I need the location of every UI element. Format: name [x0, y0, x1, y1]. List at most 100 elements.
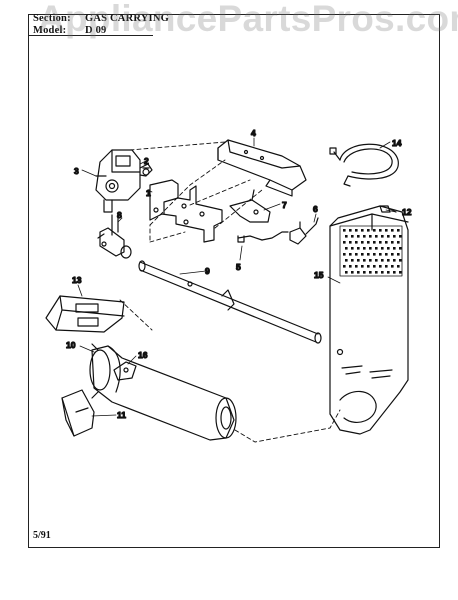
vent-hole — [357, 247, 360, 250]
vent-hole — [391, 229, 394, 232]
vent-hole — [351, 247, 354, 250]
part-support-bracket — [61, 389, 95, 437]
vent-hole — [363, 247, 366, 250]
vent-hole — [369, 247, 372, 250]
vent-hole — [393, 235, 396, 238]
part-burner-chamber — [89, 343, 237, 441]
vent-hole — [349, 229, 352, 232]
vent-hole — [399, 271, 402, 274]
vent-hole — [373, 229, 376, 232]
vent-hole — [397, 229, 400, 232]
section-label: Section: — [33, 13, 71, 24]
vent-hole — [357, 235, 360, 238]
vent-hole — [367, 241, 370, 244]
vent-hole — [355, 229, 358, 232]
vent-hole — [391, 265, 394, 268]
callout-14: 14 — [392, 138, 402, 148]
part-combustion-chamber — [329, 205, 409, 435]
vent-hole — [391, 253, 394, 256]
vent-hole — [375, 247, 378, 250]
vent-hole — [399, 259, 402, 262]
assembly-dashed-lines — [119, 141, 341, 443]
part-retaining-clip — [113, 361, 137, 381]
vent-hole — [397, 253, 400, 256]
section-header: Section: GAS CARRYING — [33, 13, 169, 24]
vent-hole — [361, 241, 364, 244]
callout-6: 6 — [313, 204, 318, 214]
vent-hole — [375, 259, 378, 262]
vent-hole — [369, 271, 372, 274]
vent-hole — [369, 235, 372, 238]
vent-hole — [391, 241, 394, 244]
part-valve-bracket — [149, 179, 223, 243]
vent-hole — [349, 241, 352, 244]
callout-4: 4 — [251, 128, 256, 138]
vent-hole — [397, 265, 400, 268]
callout-3: 3 — [74, 166, 79, 176]
vent-hole — [367, 229, 370, 232]
vent-hole — [343, 253, 346, 256]
vent-hole — [343, 241, 346, 244]
header-rule — [28, 35, 153, 36]
callout-16: 16 — [138, 350, 148, 360]
vent-hole — [381, 271, 384, 274]
vent-hole — [355, 253, 358, 256]
callout-5: 5 — [236, 262, 241, 272]
vent-hole — [385, 253, 388, 256]
vent-hole — [345, 271, 348, 274]
callout-13: 13 — [72, 275, 82, 285]
vent-hole — [385, 241, 388, 244]
vent-hole — [373, 253, 376, 256]
vent-hole — [355, 241, 358, 244]
page-border — [28, 14, 440, 548]
part-fitting — [142, 167, 150, 176]
callout-labels: 1 2 3 4 5 6 7 8 9 10 11 12 13 14 15 16 — [65, 127, 412, 420]
vent-hole — [363, 259, 366, 262]
vent-hole — [343, 229, 346, 232]
vent-hole — [351, 259, 354, 262]
vent-hole — [397, 241, 400, 244]
model-header: Model:D 09 — [33, 25, 107, 36]
vent-hole — [361, 253, 364, 256]
watermark: AppliancePartsPros.com — [38, 0, 458, 39]
chamber-vent-pattern — [343, 229, 402, 274]
vent-hole — [393, 271, 396, 274]
callout-11: 11 — [117, 410, 126, 420]
callout-15: 15 — [314, 270, 324, 280]
callout-10: 10 — [66, 340, 76, 350]
vent-hole — [363, 271, 366, 274]
vent-hole — [387, 259, 390, 262]
vent-hole — [367, 253, 370, 256]
leader-lines — [77, 137, 397, 417]
part-igniter-bracket — [45, 295, 125, 333]
vent-hole — [399, 247, 402, 250]
vent-hole — [361, 265, 364, 268]
model-label: Model: — [33, 25, 67, 36]
part-inlet-pipe — [97, 214, 132, 259]
vent-hole — [373, 241, 376, 244]
vent-hole — [387, 235, 390, 238]
callout-12: 12 — [402, 207, 412, 217]
vent-hole — [381, 235, 384, 238]
revision-date: 5/91 — [33, 530, 51, 541]
part-sensor-bracket — [229, 189, 271, 223]
part-wire-harness — [329, 143, 399, 187]
part-burner-tube — [138, 260, 322, 344]
vent-hole — [343, 265, 346, 268]
vent-hole — [355, 265, 358, 268]
part-flame-sensor — [289, 217, 319, 245]
part-burner-housing — [217, 139, 307, 197]
vent-hole — [393, 247, 396, 250]
callout-1: 1 — [146, 188, 151, 198]
part-igniter — [237, 231, 289, 243]
vent-hole — [379, 229, 382, 232]
vent-hole — [345, 235, 348, 238]
vent-hole — [349, 253, 352, 256]
vent-hole — [373, 265, 376, 268]
vent-hole — [367, 265, 370, 268]
vent-hole — [387, 271, 390, 274]
vent-hole — [351, 271, 354, 274]
section-value: GAS CARRYING — [85, 13, 169, 24]
vent-hole — [387, 247, 390, 250]
